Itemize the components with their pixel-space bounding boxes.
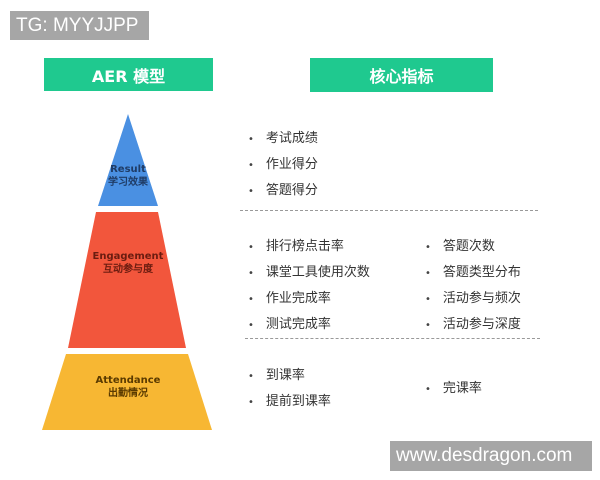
watermark-bottom: www.desdragon.com xyxy=(390,441,592,471)
metric-item: 活动参与深度 xyxy=(425,313,521,332)
level-en: Engagement xyxy=(92,251,164,262)
metric-item: 测试完成率 xyxy=(248,313,331,332)
pyramid-engagement xyxy=(68,212,186,348)
level-result-label: Result 学习效果 xyxy=(88,163,168,189)
pyramid-attendance xyxy=(42,354,212,430)
metric-item: 到课率 xyxy=(248,364,305,383)
pyramid-result xyxy=(98,114,158,206)
metric-item: 提前到课率 xyxy=(248,390,331,409)
metric-item: 答题得分 xyxy=(248,179,318,198)
level-en: Attendance xyxy=(95,375,161,386)
model-header: AER 模型 xyxy=(44,58,213,91)
metric-item: 作业完成率 xyxy=(248,287,331,306)
level-zh: 互动参与度 xyxy=(103,264,153,275)
metrics-header: 核心指标 xyxy=(310,58,493,92)
level-zh: 出勤情况 xyxy=(108,388,148,399)
watermark-top: TG: MYYJJPP xyxy=(10,11,149,40)
divider xyxy=(245,338,540,339)
divider xyxy=(240,210,538,211)
metric-item: 作业得分 xyxy=(248,153,318,172)
level-zh: 学习效果 xyxy=(108,177,148,188)
metric-item: 考试成绩 xyxy=(248,127,318,146)
metric-item: 完课率 xyxy=(425,377,482,396)
metric-item: 课堂工具使用次数 xyxy=(248,261,370,280)
level-en: Result xyxy=(110,164,146,175)
metric-item: 答题次数 xyxy=(425,235,495,254)
metric-item: 排行榜点击率 xyxy=(248,235,344,254)
level-engagement-label: Engagement 互动参与度 xyxy=(78,250,178,276)
metric-item: 活动参与频次 xyxy=(425,287,521,306)
level-attendance-label: Attendance 出勤情况 xyxy=(78,374,178,400)
metric-item: 答题类型分布 xyxy=(425,261,521,280)
